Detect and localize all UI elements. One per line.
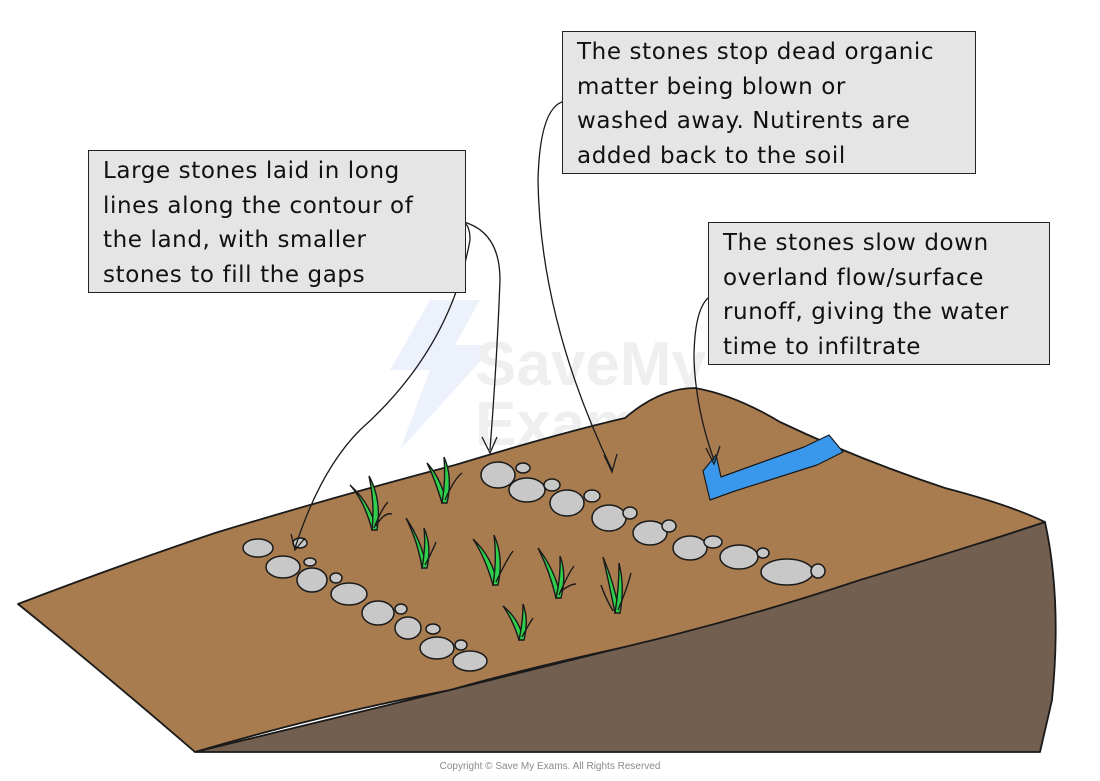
- callout-line: lines along the contour of: [103, 192, 414, 219]
- watermark-text-1: SaveMy: [475, 330, 706, 399]
- grass-tuft-icon: [600, 556, 632, 615]
- stone: [303, 557, 317, 567]
- stone-line-right: [480, 461, 826, 586]
- water-flow-arrow-icon: [702, 434, 844, 501]
- callout-organic-matter: The stones stop dead organic matter bein…: [562, 31, 976, 174]
- copyright-notice: Copyright © Save My Exams. All Rights Re…: [439, 761, 661, 772]
- stone: [454, 639, 468, 651]
- callout-runoff: The stones slow down overland flow/surfa…: [708, 222, 1050, 365]
- stone: [361, 600, 395, 626]
- connector-stones-left: [294, 220, 471, 549]
- stone: [810, 563, 826, 579]
- callout-line: Large stones laid in long: [103, 158, 400, 184]
- stone-line-left: [242, 537, 488, 672]
- watermark: SaveMy Exams: [390, 300, 706, 459]
- callout-line: added back to the soil: [577, 142, 846, 169]
- connector-organic: [537, 100, 613, 471]
- callout-line: The stones slow down: [723, 230, 989, 256]
- grass-tuft-icon: [349, 475, 393, 532]
- stone: [394, 616, 422, 640]
- callout-line: time to infiltrate: [723, 333, 922, 360]
- stone: [672, 535, 708, 561]
- arrowhead: [603, 453, 618, 474]
- connector-stones-right: [459, 220, 501, 451]
- hill-top-surface: [17, 387, 1046, 753]
- connector-arrowheads: [290, 436, 721, 552]
- stone: [242, 538, 274, 558]
- callout-line: the land, with smaller: [103, 227, 367, 253]
- callout-line: matter being blown or: [577, 73, 846, 100]
- stone: [632, 520, 668, 546]
- stone: [419, 636, 455, 660]
- arrowhead: [481, 436, 498, 455]
- connector-runoff: [693, 293, 716, 461]
- callout-line: washed away. Nutirents are: [577, 108, 911, 134]
- stone: [508, 477, 546, 503]
- callout-line: overland flow/surface: [723, 264, 984, 291]
- watermark-bolt-icon: [390, 300, 495, 450]
- stone: [661, 519, 677, 533]
- stone: [480, 461, 516, 489]
- stone: [394, 603, 408, 615]
- grass-tuft-icon: [405, 517, 437, 570]
- stone: [425, 623, 441, 635]
- stone: [329, 572, 343, 584]
- stone: [296, 567, 328, 593]
- callout-line: stones to fill the gaps: [103, 261, 366, 288]
- grass-tuft-icon: [537, 547, 577, 600]
- grass-tuft-icon: [472, 534, 514, 587]
- stone: [515, 462, 531, 474]
- stone: [265, 555, 301, 579]
- stone: [719, 544, 759, 570]
- stone: [760, 558, 814, 586]
- arrowhead: [705, 445, 721, 466]
- callout-line: runoff, giving the water: [723, 299, 1009, 325]
- callout-line: The stones stop dead organic: [577, 39, 935, 65]
- stone: [756, 547, 770, 559]
- stone: [452, 650, 488, 672]
- stone: [549, 489, 585, 517]
- stone: [583, 489, 601, 503]
- stone: [543, 478, 561, 492]
- stone: [591, 504, 627, 532]
- connector-lines: [294, 100, 716, 549]
- stone: [622, 506, 638, 520]
- grass-tuft-icon: [502, 603, 534, 642]
- stone: [703, 535, 723, 549]
- arrowhead: [290, 533, 306, 552]
- callout-stone-lines: Large stones laid in long lines along th…: [88, 150, 466, 293]
- grass-tuft-icon: [426, 456, 463, 505]
- plants: [349, 456, 632, 642]
- stone: [330, 582, 368, 606]
